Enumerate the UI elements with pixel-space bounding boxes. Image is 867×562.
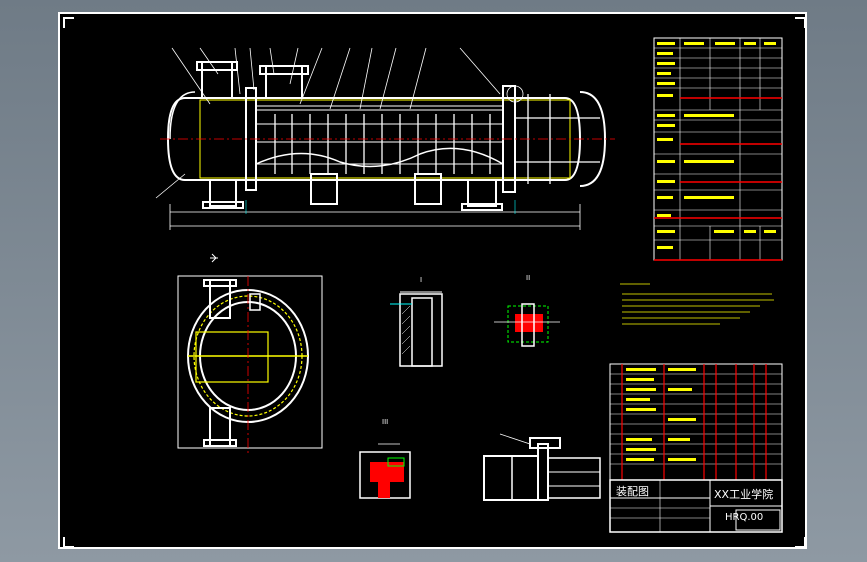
parts-list — [609, 363, 783, 481]
cad-drawing: I II III — [63, 17, 806, 548]
section-markers — [210, 253, 218, 263]
school-name: XX工业学院 — [714, 488, 774, 501]
drawing-sheet: I II III — [58, 12, 807, 549]
frame-corner-marks — [63, 17, 806, 548]
detail-view-1: I — [390, 276, 443, 367]
side-section-view — [177, 275, 323, 454]
svg-text:I: I — [420, 276, 422, 284]
detail-view-2: II — [494, 274, 560, 347]
title-block — [609, 479, 783, 533]
svg-text:III: III — [382, 418, 388, 426]
main-elevation-view — [155, 47, 615, 230]
drawing-number: HRQ.00 — [725, 512, 764, 523]
characteristics-table — [653, 37, 783, 261]
tube-sheet-view — [483, 433, 601, 501]
technical-notes — [620, 283, 774, 325]
svg-text:II: II — [526, 274, 530, 282]
detail-view-3: III — [359, 418, 411, 499]
drawing-name: 装配图 — [616, 485, 649, 498]
